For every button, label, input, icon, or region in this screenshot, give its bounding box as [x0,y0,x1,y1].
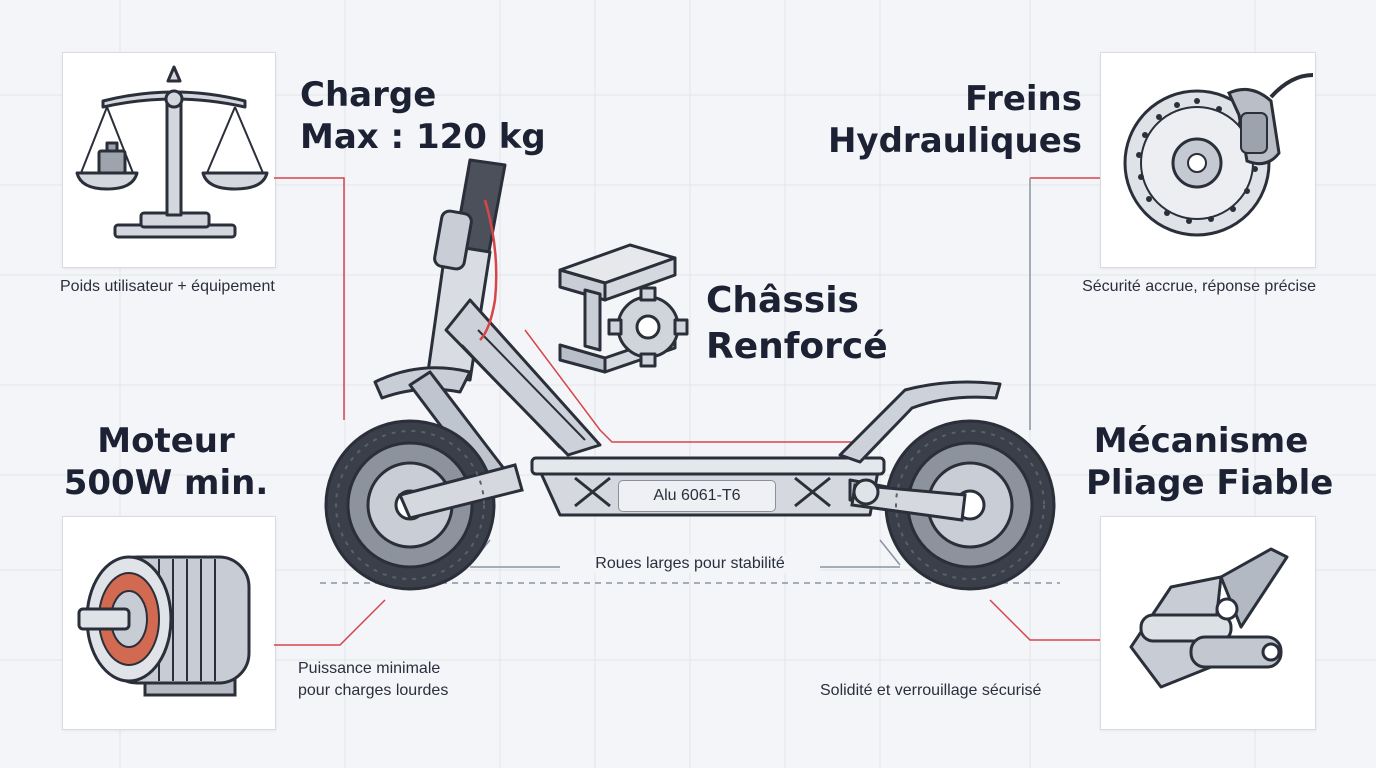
charge-caption: Poids utilisateur + équipement [60,278,275,295]
freins-caption: Sécurité accrue, réponse précise [1082,278,1316,295]
moteur-leader-line [274,599,386,646]
balance-scale-icon [75,65,269,239]
brake-disc-icon [1123,73,1314,237]
pliage-caption: Solidité et verrouillage sécurisé [820,682,1042,699]
charge-card [62,52,276,268]
i-beam-gear-icon [558,243,689,374]
chassis-material-tag: Alu 6061-T6 [618,480,776,512]
chassis-leader-line [524,329,880,443]
wheels-caption: Roues larges pour stabilité [560,555,820,573]
pliage-leader-line [989,599,1100,641]
electric-motor-icon [77,555,251,697]
folding-hinge-icon [1129,547,1289,689]
charge-leader-line [274,177,345,420]
freins-card [1100,52,1316,268]
moteur-card [62,516,276,730]
pliage-card [1100,516,1316,730]
